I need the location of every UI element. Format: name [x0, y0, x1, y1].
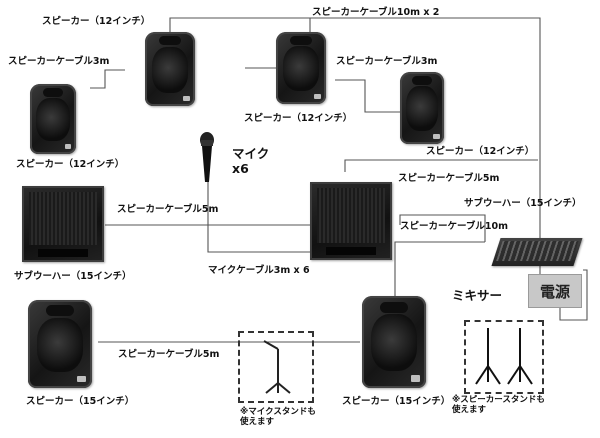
label-speaker-15-right: スピーカー（15インチ）: [342, 396, 451, 407]
speaker-icon: [362, 296, 426, 388]
label-cable-left-3m: スピーカーケーブル3m: [8, 56, 110, 67]
mixer-icon: [491, 238, 583, 266]
mic-label: マイク: [232, 146, 270, 161]
microphone-icon: [200, 132, 214, 182]
speaker-icon: [400, 72, 444, 144]
label-mixer: ミキサー: [452, 288, 503, 303]
label-cable-sub-left-5m: スピーカーケーブル5m: [117, 204, 219, 215]
power-box: 電源: [528, 274, 582, 308]
speaker-stand-icon: [475, 328, 533, 385]
label-speaker-12-top-left: スピーカー（12インチ）: [42, 16, 151, 27]
label-speaker-12-left: スピーカー（12インチ）: [16, 159, 125, 170]
mic-stand-icon: [263, 340, 291, 394]
label-cable-top-long: スピーカーケーブル10m x 2: [312, 7, 440, 18]
mic-stand-box: [238, 331, 314, 403]
label-speaker-12-right: スピーカー（12インチ）: [426, 146, 535, 157]
note-speaker-stand: ※スピーカースタンドも 使えます: [452, 395, 545, 415]
label-cable-center-5m: スピーカーケーブル5m: [398, 173, 500, 184]
label-speaker-12-top-mid: スピーカー（12インチ）: [244, 113, 353, 124]
speaker-stand-box: [464, 320, 544, 394]
subwoofer-icon: [310, 182, 392, 260]
speaker-icon: [145, 32, 195, 106]
subwoofer-icon: [22, 186, 104, 262]
label-speaker-15-left: スピーカー（15インチ）: [26, 396, 135, 407]
label-cable-mixer-10m: スピーカーケーブル10m: [400, 221, 509, 232]
note-mic-stand: ※マイクスタンドも 使えます: [240, 407, 316, 427]
speaker-icon: [30, 84, 76, 154]
label-subwoofer-center: サブウーハー（15インチ）: [464, 198, 582, 209]
label-subwoofer-left: サブウーハー（15インチ）: [14, 271, 132, 282]
label-mic: マイク x6: [232, 146, 269, 176]
label-cable-bottom-5m: スピーカーケーブル5m: [118, 349, 220, 360]
mic-count: x6: [232, 161, 249, 176]
power-label: 電源: [539, 282, 570, 301]
speaker-icon: [28, 300, 92, 388]
label-cable-mic: マイクケーブル3m x 6: [208, 265, 310, 276]
label-cable-mid-3m: スピーカーケーブル3m: [336, 56, 438, 67]
speaker-icon: [276, 32, 326, 104]
